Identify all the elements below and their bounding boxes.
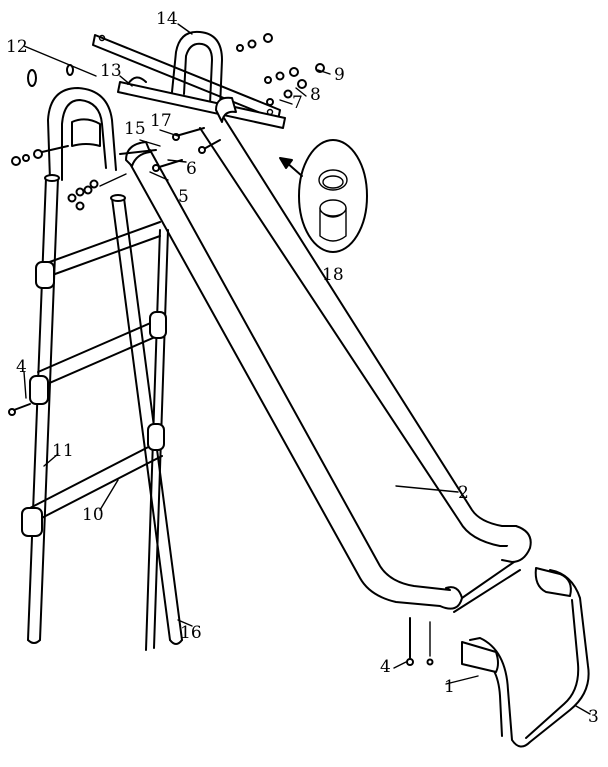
inset-detail-18 [279,139,368,253]
exit-rail-part-3 [461,567,590,748]
label-part-17: 17 [150,111,172,131]
ladder-assembly [21,174,183,651]
label-part-1: 1 [444,677,455,697]
label-part-18: 18 [322,265,344,285]
label-part-5: 5 [178,187,189,207]
label-part-11: 11 [52,441,74,461]
part-number-labels: 1 2 3 4 4 5 6 7 8 9 10 11 12 13 14 15 16… [6,9,599,727]
label-part-4-left: 4 [16,357,27,377]
hardware-fasteners [8,33,434,666]
label-part-6: 6 [186,159,197,179]
label-part-9: 9 [334,65,345,85]
label-part-16: 16 [180,623,202,643]
label-part-3: 3 [588,707,599,727]
slide-bed-part-2 [125,96,532,613]
label-part-10: 10 [82,505,104,525]
label-part-13: 13 [100,61,122,81]
left-handrail [47,87,117,181]
label-part-12: 12 [6,37,28,57]
label-part-2: 2 [458,483,469,503]
label-part-7: 7 [292,93,303,113]
label-part-14: 14 [156,9,178,29]
label-part-4-bottom: 4 [380,657,391,677]
handrail-part-14 [171,30,223,109]
label-part-15: 15 [124,119,146,139]
leader-lines [23,23,591,715]
label-part-8: 8 [310,85,321,105]
